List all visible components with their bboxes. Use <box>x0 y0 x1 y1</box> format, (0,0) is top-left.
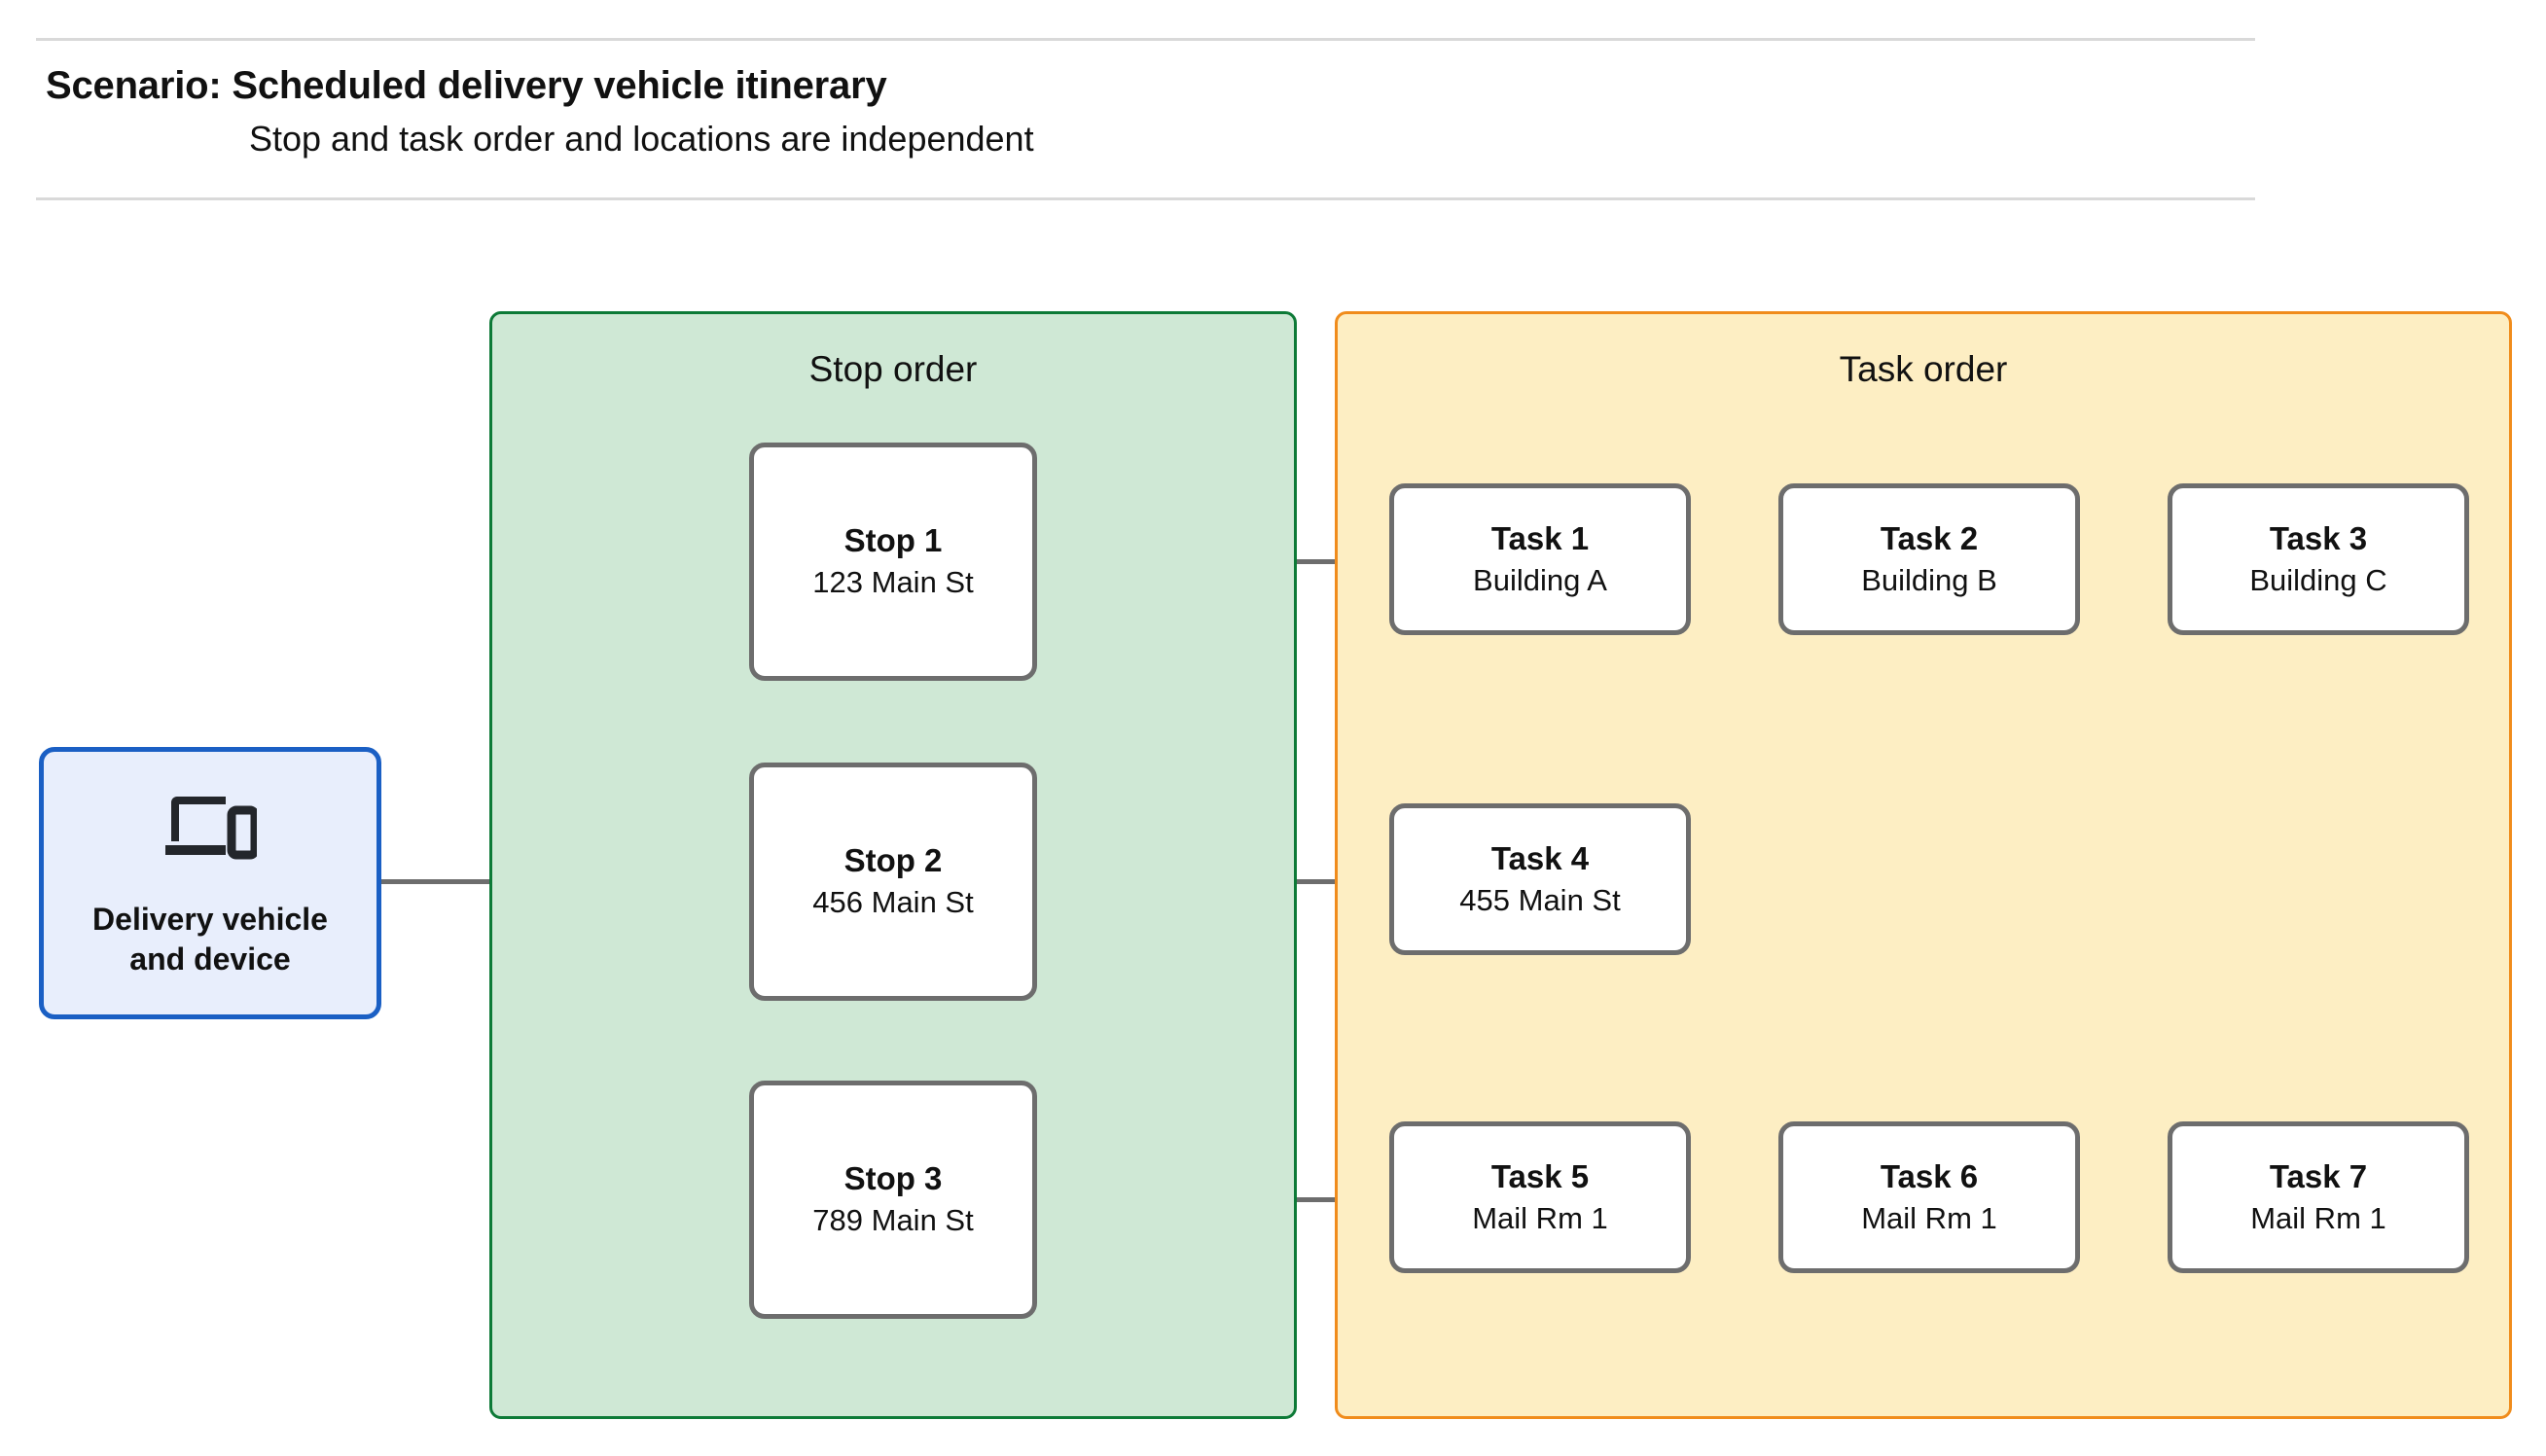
devices-icon <box>163 789 260 861</box>
task-node-location: Building A <box>1473 562 1607 597</box>
stop-node-title: Stop 2 <box>843 842 943 879</box>
task-node-5[interactable]: Task 5 Mail Rm 1 <box>1389 1121 1691 1273</box>
task-node-3[interactable]: Task 3 Building C <box>2168 483 2469 635</box>
task-node-location: Mail Rm 1 <box>2250 1200 2386 1235</box>
task-node-location: Building B <box>1861 562 1997 597</box>
task-node-title: Task 7 <box>2269 1157 2368 1194</box>
delivery-vehicle-label-line-2: and device <box>129 941 291 977</box>
stop-node-1[interactable]: Stop 1 123 Main St <box>749 443 1037 681</box>
stop-node-title: Stop 3 <box>843 1160 943 1197</box>
header-divider-top <box>36 38 2255 41</box>
task-node-7[interactable]: Task 7 Mail Rm 1 <box>2168 1121 2469 1273</box>
task-node-title: Task 6 <box>1880 1157 1979 1194</box>
header-divider-bottom <box>36 197 2255 200</box>
task-node-2[interactable]: Task 2 Building B <box>1778 483 2080 635</box>
task-node-title: Task 1 <box>1490 519 1590 556</box>
stop-node-location: 123 Main St <box>812 565 974 600</box>
stop-node-location: 456 Main St <box>812 885 974 920</box>
stop-node-title: Stop 1 <box>843 522 943 559</box>
page-title: Scenario: Scheduled delivery vehicle iti… <box>46 64 887 107</box>
stop-node-2[interactable]: Stop 2 456 Main St <box>749 763 1037 1001</box>
connector-vehicle-to-spine <box>381 879 563 884</box>
task-node-6[interactable]: Task 6 Mail Rm 1 <box>1778 1121 2080 1273</box>
delivery-vehicle-label: Delivery vehicle and device <box>92 900 328 979</box>
task-node-location: Mail Rm 1 <box>1472 1200 1608 1235</box>
task-node-1[interactable]: Task 1 Building A <box>1389 483 1691 635</box>
task-node-4[interactable]: Task 4 455 Main St <box>1389 803 1691 955</box>
stop-node-location: 789 Main St <box>812 1203 974 1238</box>
task-node-location: Mail Rm 1 <box>1861 1200 1997 1235</box>
task-node-location: 455 Main St <box>1459 882 1621 917</box>
task-order-panel-title: Task order <box>1839 349 2008 389</box>
stop-node-3[interactable]: Stop 3 789 Main St <box>749 1081 1037 1319</box>
stop-order-panel-title: Stop order <box>808 349 978 389</box>
delivery-vehicle-label-line-1: Delivery vehicle <box>92 902 328 937</box>
page-subtitle: Stop and task order and locations are in… <box>249 119 1034 159</box>
task-node-title: Task 5 <box>1490 1157 1590 1194</box>
delivery-vehicle-node[interactable]: Delivery vehicle and device <box>39 747 381 1019</box>
task-node-title: Task 2 <box>1880 519 1979 556</box>
task-node-title: Task 3 <box>2269 519 2368 556</box>
task-node-title: Task 4 <box>1490 839 1590 876</box>
task-node-location: Building C <box>2249 562 2387 597</box>
